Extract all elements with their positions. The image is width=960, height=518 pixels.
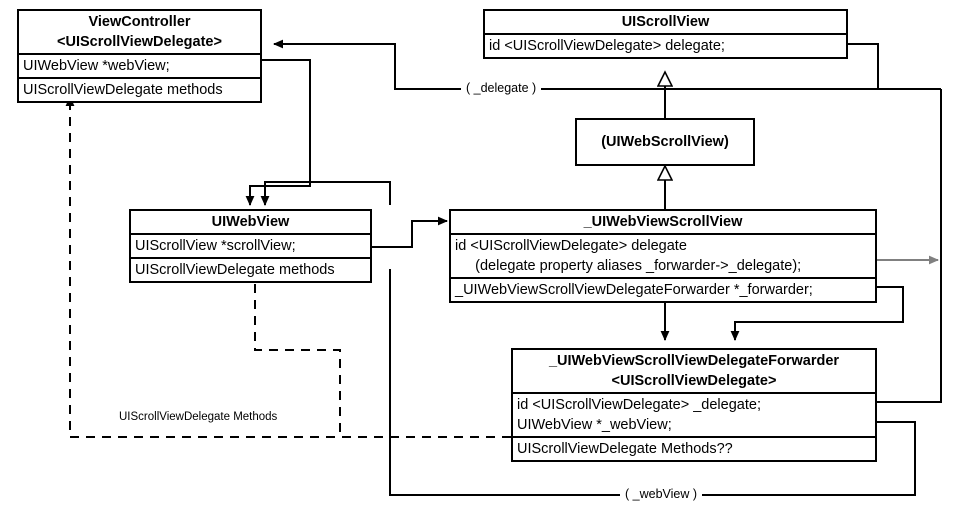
class-box-delegate-forwarder[interactable]: _UIWebViewScrollViewDelegateForwarder <U…: [511, 348, 877, 462]
class-box-view-controller[interactable]: ViewController <UIScrollViewDelegate> UI…: [17, 9, 262, 103]
class-title-ui-web-scroll-view: (UIWebScrollView): [577, 131, 753, 153]
class-attributes-uiweb-view-scroll-view-forwarder: _UIWebViewScrollViewDelegateForwarder *_…: [451, 279, 875, 301]
class-stereotype: <UIScrollViewDelegate>: [611, 373, 777, 389]
class-title-delegate-forwarder: _UIWebViewScrollViewDelegateForwarder <U…: [513, 350, 875, 394]
class-title-ui-web-view: UIWebView: [131, 211, 370, 235]
class-box-ui-web-scroll-view[interactable]: (UIWebScrollView): [575, 118, 755, 166]
class-name: UIWebView: [211, 214, 290, 230]
class-title-uiweb-view-scroll-view: _UIWebViewScrollView: [451, 211, 875, 235]
class-box-ui-web-view[interactable]: UIWebView UIScrollView *scrollView; UISc…: [129, 209, 372, 283]
edge-label-delegate: ( _delegate ): [461, 81, 542, 95]
attribute-row: UIWebView *_webView;: [517, 417, 672, 433]
class-attributes-ui-scroll-view: id <UIScrollViewDelegate> delegate;: [485, 35, 846, 57]
class-name: (UIWebScrollView): [601, 134, 729, 150]
class-attributes-uiweb-view-scroll-view: id <UIScrollViewDelegate> delegate (dele…: [451, 235, 875, 279]
operation-row: UIScrollViewDelegate Methods??: [517, 441, 733, 457]
class-operations-view-controller: UIScrollViewDelegate methods: [19, 79, 260, 101]
class-title-view-controller: ViewController <UIScrollViewDelegate>: [19, 11, 260, 55]
class-operations-delegate-forwarder: UIScrollViewDelegate Methods??: [513, 438, 875, 460]
operation-row: UIScrollViewDelegate methods: [135, 262, 335, 278]
class-box-ui-scroll-view[interactable]: UIScrollView id <UIScrollViewDelegate> d…: [483, 9, 848, 59]
class-attributes-delegate-forwarder: id <UIScrollViewDelegate> _delegate; UIW…: [513, 394, 875, 438]
class-attributes-view-controller: UIWebView *webView;: [19, 55, 260, 79]
attribute-row: id <UIScrollViewDelegate> _delegate;: [517, 397, 761, 413]
attribute-row: UIWebView *webView;: [23, 58, 170, 74]
class-box-uiweb-view-scroll-view[interactable]: _UIWebViewScrollView id <UIScrollViewDel…: [449, 209, 877, 303]
class-name: _UIWebViewScrollViewDelegateForwarder: [548, 353, 840, 369]
note-delegate-methods: UIScrollViewDelegate Methods: [115, 411, 282, 423]
association-forwarder-delegate-to-bus: [877, 89, 942, 403]
attribute-row: id <UIScrollViewDelegate> delegate;: [489, 38, 725, 54]
association-scrollview-backref-to-uiwebview: [260, 181, 391, 206]
class-name: ViewController: [88, 14, 191, 30]
class-name: _UIWebViewScrollView: [583, 214, 743, 230]
class-operations-ui-web-view: UIScrollViewDelegate methods: [131, 259, 370, 281]
attribute-row: _UIWebViewScrollViewDelegateForwarder *_…: [455, 282, 813, 298]
edge-label-webview: ( _webView ): [620, 487, 703, 501]
class-title-ui-scroll-view: UIScrollView: [485, 11, 846, 35]
operation-row: UIScrollViewDelegate methods: [23, 82, 223, 98]
attribute-row: (delegate property aliases _forwarder->_…: [455, 258, 802, 274]
class-stereotype: <UIScrollViewDelegate>: [57, 34, 222, 50]
class-name: UIScrollView: [621, 14, 710, 30]
association-uiwebview-scrollview-to-uiwebviewscrollview: [372, 216, 448, 248]
class-attributes-ui-web-view: UIScrollView *scrollView;: [131, 235, 370, 259]
attribute-row: id <UIScrollViewDelegate> delegate: [455, 238, 687, 254]
attribute-row: UIScrollView *scrollView;: [135, 238, 296, 254]
